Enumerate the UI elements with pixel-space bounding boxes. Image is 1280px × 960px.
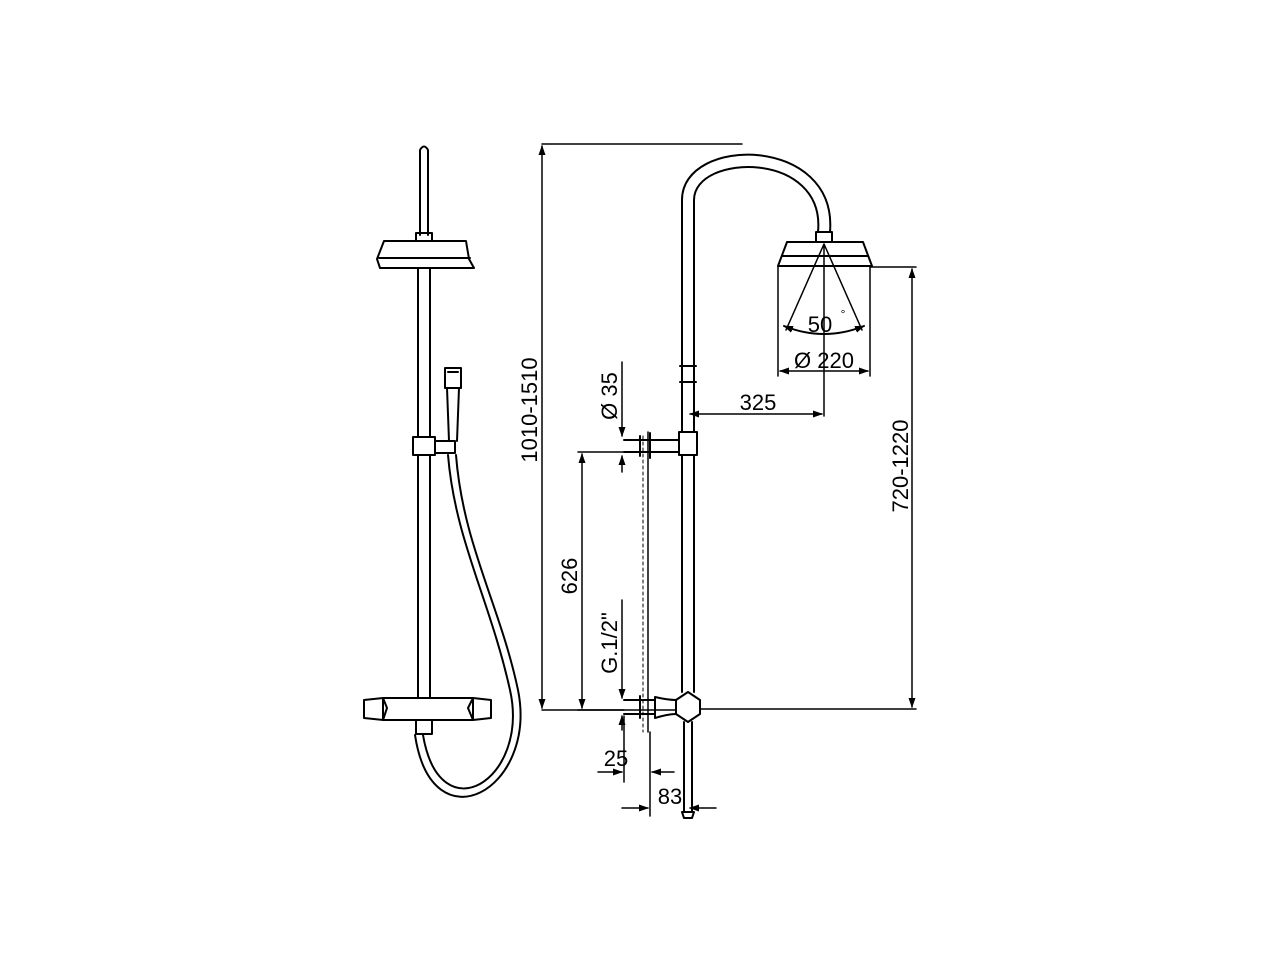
front-hand-shower-head xyxy=(444,367,462,389)
front-view xyxy=(363,145,522,798)
front-hose xyxy=(414,454,522,798)
wall-clearance-label: 25 xyxy=(604,746,628,771)
pipe-offset-label: 83 xyxy=(658,784,682,809)
front-hand-holder xyxy=(434,440,456,454)
side-head-connector xyxy=(815,231,833,243)
front-mixer-right-knob xyxy=(467,697,492,721)
front-riser-pipe xyxy=(419,145,429,236)
side-gooseneck-outer xyxy=(681,153,832,366)
pipe-diameter-label: Ø 35 xyxy=(597,372,622,420)
front-mixer-body xyxy=(382,697,474,721)
side-view xyxy=(623,153,873,819)
overall-height-label: 1010-1510 xyxy=(517,357,542,462)
inlet-thread-label: G.1/2" xyxy=(597,612,622,674)
side-mixer-body xyxy=(675,691,701,723)
front-head-cap xyxy=(415,232,433,242)
dimension-lines xyxy=(538,143,917,817)
side-upper-wall-bracket xyxy=(623,432,680,459)
head-diameter-label: Ø 220 xyxy=(794,348,854,373)
side-inlet-fitting xyxy=(623,695,656,719)
dimension-labels: 1010-1510 720-1220 50 ° Ø 220 325 Ø 35 6… xyxy=(517,307,913,809)
head-angle-label: 50 xyxy=(808,312,832,337)
side-mixer-flange xyxy=(654,696,677,719)
bracket-spacing-label: 626 xyxy=(557,558,582,595)
arm-reach-label: 325 xyxy=(740,390,777,415)
head-height-label: 720-1220 xyxy=(888,420,913,513)
front-shower-head xyxy=(376,240,475,269)
side-upper-clamp xyxy=(678,431,698,456)
side-riser-pipe xyxy=(681,364,695,693)
front-hand-shower-handle xyxy=(446,387,460,442)
side-shower-head xyxy=(777,241,873,267)
front-mixer-left-knob xyxy=(363,697,388,721)
side-bottom-outlet xyxy=(681,721,695,819)
front-column-pipe xyxy=(417,267,431,698)
side-spray-cone xyxy=(785,243,863,331)
front-slide-bracket xyxy=(412,436,436,456)
degree-symbol: ° xyxy=(841,307,846,321)
side-gooseneck-inner xyxy=(693,166,820,366)
front-mixer-outlet xyxy=(415,719,433,735)
